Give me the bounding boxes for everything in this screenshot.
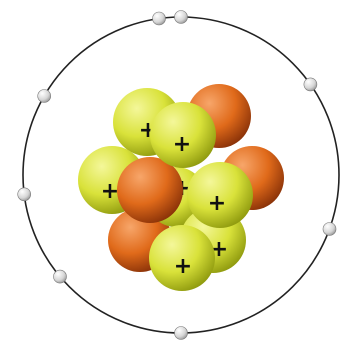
proton-plus-sign: + <box>173 132 191 157</box>
electron <box>153 12 166 25</box>
electron <box>175 327 188 340</box>
proton-plus-sign: + <box>208 191 226 216</box>
proton-plus-sign: + <box>101 179 119 204</box>
nucleus: +++++++ <box>78 84 284 291</box>
electron <box>323 223 336 236</box>
electron <box>18 188 31 201</box>
electron <box>304 78 317 91</box>
neutron <box>117 157 183 223</box>
electron <box>54 270 67 283</box>
electron <box>175 11 188 24</box>
proton-plus-sign: + <box>174 254 192 279</box>
electron <box>38 90 51 103</box>
